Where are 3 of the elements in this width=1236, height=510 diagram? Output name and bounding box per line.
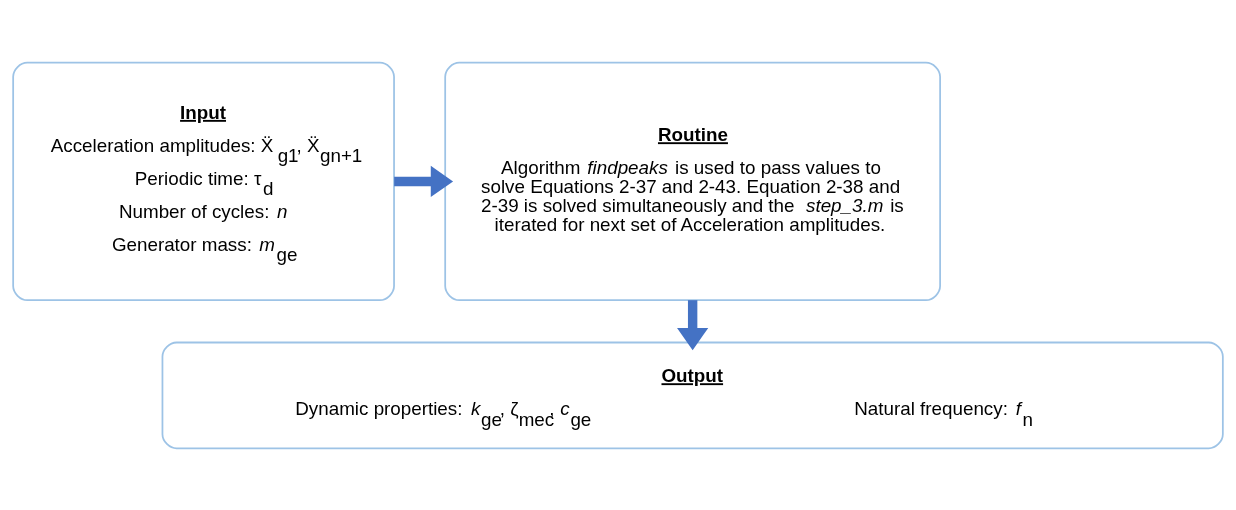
- arrow: [394, 165, 454, 197]
- arrow: [677, 299, 709, 350]
- node-box: Routine Algorithm findpeaks is used to pass values to solve Equations 2-37 and 2-43. Equation 2-38 and 2-39 is solved simultaneously and the step_3.m is iterated for next set of Acceleration amplitudes.: [444, 61, 941, 301]
